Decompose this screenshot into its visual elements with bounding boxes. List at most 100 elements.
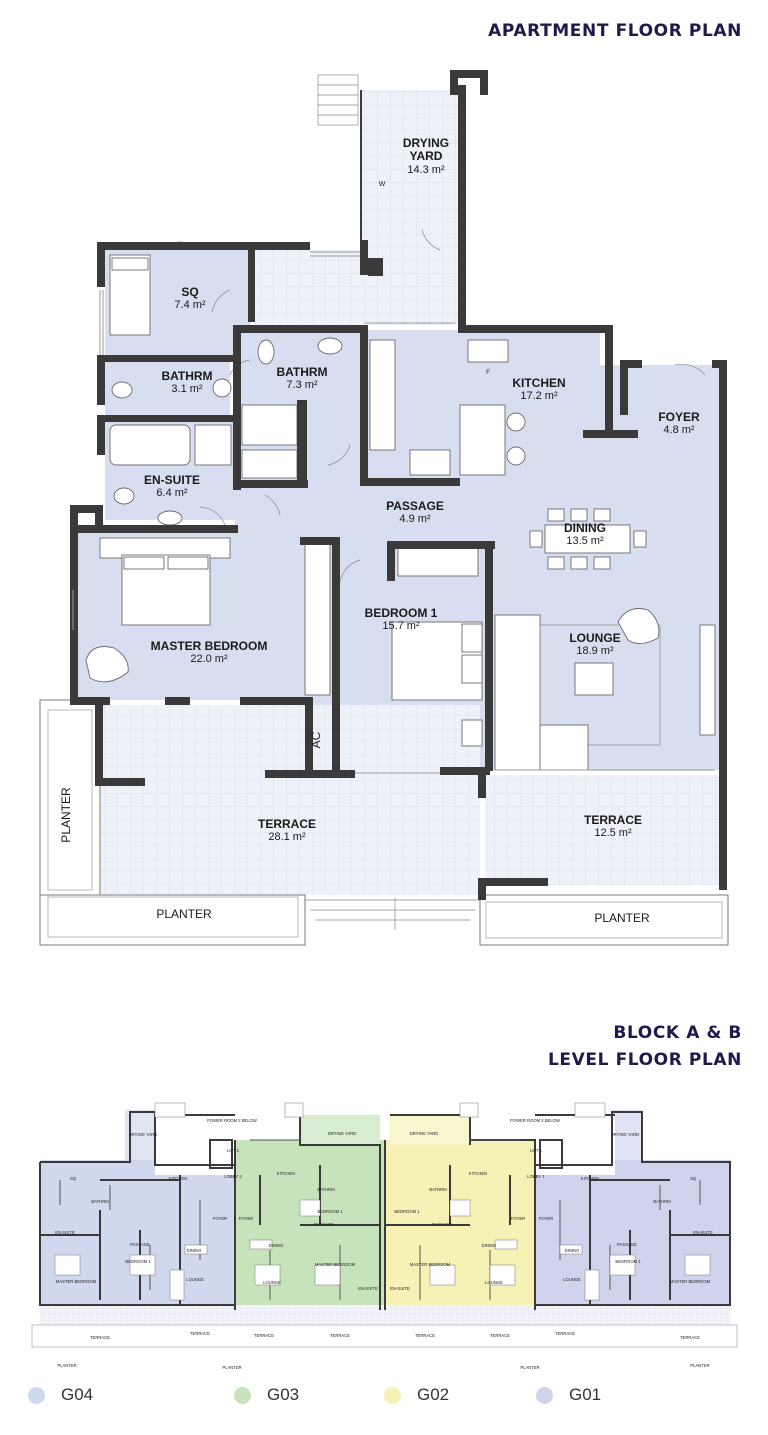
lounge-label: LOUNGE <box>569 631 620 645</box>
terrace-right-label: TERRACE <box>584 813 642 827</box>
mini-en-suite-g01: EN-SUITE <box>693 1230 713 1235</box>
mini-sq-g01: SQ <box>690 1176 697 1181</box>
walls <box>70 70 727 900</box>
mini-dining-g02: DINING <box>482 1243 497 1248</box>
mini-planter-1: PLANTER <box>57 1363 76 1368</box>
fridge-label: F <box>486 370 490 376</box>
mini-bathrm-g03: BATHRM <box>317 1187 335 1192</box>
mini-bedroom1-g03: BEDROOM 1 <box>317 1209 343 1214</box>
bathrm-label: BATHRM <box>276 365 327 379</box>
block-title-1: BLOCK A & B <box>613 1023 742 1043</box>
mini-terrace-1: TERRACE <box>90 1335 110 1340</box>
mini-bathrm-g01: BATHRM <box>653 1199 671 1204</box>
lounge-area: 18.9 m² <box>576 645 614 657</box>
mini-drying-yard-g01: DRYING YARD <box>611 1132 640 1137</box>
planter-right-label: PLANTER <box>594 911 650 925</box>
mini-foyer-g02: FOYER <box>511 1216 525 1221</box>
kitchen-area: 17.2 m² <box>520 390 558 402</box>
bathrm-sq-area: 3.1 m² <box>171 383 203 395</box>
washer-label: W <box>379 181 386 188</box>
mini-drying-yard-g03: DRYING YARD <box>328 1131 357 1136</box>
bathrm-sq-label: BATHRM <box>161 369 212 383</box>
mini-en-suite-g04: EN-SUITE <box>55 1230 75 1235</box>
mini-en-suite-g02: EN-SUITE <box>390 1286 410 1291</box>
mini-dining-g03: DINING <box>269 1243 284 1248</box>
mini-foyer-g03: FOYER <box>239 1216 253 1221</box>
mini-passage-g02: PASSAGE <box>432 1222 452 1227</box>
master-bedroom-area: 22.0 m² <box>190 653 228 665</box>
block-title-2: LEVEL FLOOR PLAN <box>548 1050 742 1070</box>
master-bedroom-label: MASTER BEDROOM <box>151 639 268 653</box>
mini-kitchen-g04: KITCHEN <box>169 1176 187 1181</box>
mini-terrace-8: TERRACE <box>680 1335 700 1340</box>
mini-bedroom1-g02: BEDROOM 1 <box>394 1209 420 1214</box>
terrace-right-area: 12.5 m² <box>594 827 632 839</box>
mini-planter-4: PLANTER <box>690 1363 709 1368</box>
mini-lounge-g01: LOUNGE <box>563 1277 581 1282</box>
mini-lounge-g02: LOUNGE <box>485 1280 503 1285</box>
legend-swatch <box>28 1386 45 1404</box>
room-labels: DRYING YARD 14.3 m² SQ 7.4 m² BATHRM 3.1… <box>59 136 700 925</box>
mini-passage-g04: PASSAGE <box>130 1242 150 1247</box>
legend-label: G02 <box>417 1385 450 1404</box>
mini-furniture <box>54 1102 711 1301</box>
foyer-label: FOYER <box>658 410 700 424</box>
en-suite-area: 6.4 m² <box>156 487 188 499</box>
mini-bedroom1-g01: BEDROOM 1 <box>615 1259 641 1264</box>
mini-passage-g01: PASSAGE <box>617 1242 637 1247</box>
mini-terrace-5: TERRACE <box>415 1333 435 1338</box>
mini-power-room: POWER ROOM 2 BELOW <box>207 1118 257 1123</box>
mini-bathrm-g02: BATHRM <box>429 1187 447 1192</box>
foyer-area: 4.8 m² <box>663 424 695 436</box>
legend-item-g02: G02 <box>384 1385 449 1405</box>
legend-swatch <box>536 1386 553 1404</box>
kitchen-label: KITCHEN <box>512 376 565 390</box>
ac-label: AC <box>309 731 323 748</box>
mini-kitchen-g03: KITCHEN <box>277 1171 295 1176</box>
mini-en-suite-g03: EN-SUITE <box>358 1286 378 1291</box>
passage-label: PASSAGE <box>386 499 444 513</box>
mini-foyer-g04: FOYER <box>213 1216 227 1221</box>
mini-kitchen-g01: KITCHEN <box>581 1176 599 1181</box>
bedroom1-area: 15.7 m² <box>382 620 420 632</box>
planter-left-label: PLANTER <box>156 907 212 921</box>
mini-planter-3: PLANTER <box>520 1365 539 1370</box>
bathrm-area: 7.3 m² <box>286 379 318 391</box>
legend-item-g03: G03 <box>234 1385 299 1405</box>
dining-label: DINING <box>564 521 606 535</box>
furniture <box>85 254 716 771</box>
terrace-left-label: TERRACE <box>258 817 316 831</box>
mini-planter-2: PLANTER <box>222 1365 241 1370</box>
mini-bathrm-g04: BATHRM <box>91 1199 109 1204</box>
planter-side-label: PLANTER <box>59 787 73 843</box>
legend-item-g01: G01 <box>536 1385 601 1405</box>
mini-kitchen-g02: KITCHEN <box>469 1171 487 1176</box>
legend-label: G03 <box>267 1385 300 1404</box>
legend-swatch <box>384 1386 401 1404</box>
sq-label: SQ <box>181 285 198 299</box>
mini-dining-g01: DINING <box>565 1248 580 1253</box>
mini-master-g03: MASTER BEDROOM <box>315 1262 356 1267</box>
apartment-floor-plan: DRYING YARD 14.3 m² SQ 7.4 m² BATHRM 3.1… <box>39 70 729 946</box>
mini-power-room-r: POWER ROOM 2 BELOW <box>510 1118 560 1123</box>
level-floor-plan: POWER ROOM 2 BELOW POWER ROOM 2 BELOW LI… <box>31 1102 738 1370</box>
mini-drying-yard-g04: DRYING YARD <box>129 1132 158 1137</box>
mini-lounge-g03: LOUNGE <box>263 1280 281 1285</box>
mini-lift2: LIFT 2 <box>227 1148 240 1153</box>
mini-sq-g04: SQ <box>70 1176 77 1181</box>
mini-terrace-3: TERRACE <box>254 1333 274 1338</box>
mini-lift1: LIFT 1 <box>530 1148 543 1153</box>
legend-label: G01 <box>569 1385 602 1404</box>
mini-terrace-2: TERRACE <box>190 1331 210 1336</box>
dining-area: 13.5 m² <box>566 535 604 547</box>
legend-item-g04: G04 <box>28 1385 93 1405</box>
stair-treads <box>317 74 359 126</box>
mini-terrace-6: TERRACE <box>490 1333 510 1338</box>
mini-drying-yard-g02: DRYING YARD <box>410 1131 439 1136</box>
window-marks <box>72 251 715 774</box>
mini-bedroom1-g04: BEDROOM 1 <box>125 1259 151 1264</box>
unit-legend: G04 G03 G02 G01 <box>0 1385 768 1415</box>
mini-labels: POWER ROOM 2 BELOW POWER ROOM 2 BELOW LI… <box>55 1118 713 1370</box>
mini-master-g04: MASTER BEDROOM <box>56 1279 97 1284</box>
terrace-left-area: 28.1 m² <box>268 831 306 843</box>
